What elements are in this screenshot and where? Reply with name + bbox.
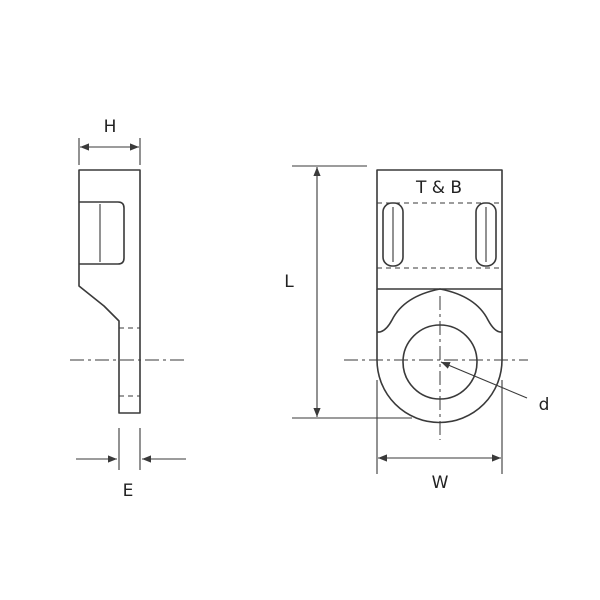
side-view: [70, 169, 186, 414]
side-view-pad: [79, 201, 125, 265]
label-t-and-b: T & B: [415, 178, 462, 198]
front-view-hidden-rect: [377, 202, 502, 269]
dimension-w: W: [376, 380, 503, 493]
label-d: d: [539, 395, 550, 415]
label-h: H: [104, 117, 117, 137]
dimension-e: E: [76, 428, 186, 501]
dimension-l: L: [284, 165, 412, 419]
front-view-shoulder: [376, 288, 503, 333]
dimension-h: H: [78, 117, 141, 165]
side-view-hidden-line: [119, 327, 140, 397]
front-view-slot-left: [382, 202, 404, 267]
front-view-hole: [402, 324, 478, 400]
dimension-d: d: [440, 361, 550, 415]
label-e: E: [123, 481, 134, 501]
label-w: W: [432, 473, 449, 493]
label-l: L: [284, 272, 294, 292]
side-view-outline: [78, 169, 141, 414]
front-view: T & B: [344, 169, 528, 440]
front-view-slot-right: [475, 202, 497, 267]
